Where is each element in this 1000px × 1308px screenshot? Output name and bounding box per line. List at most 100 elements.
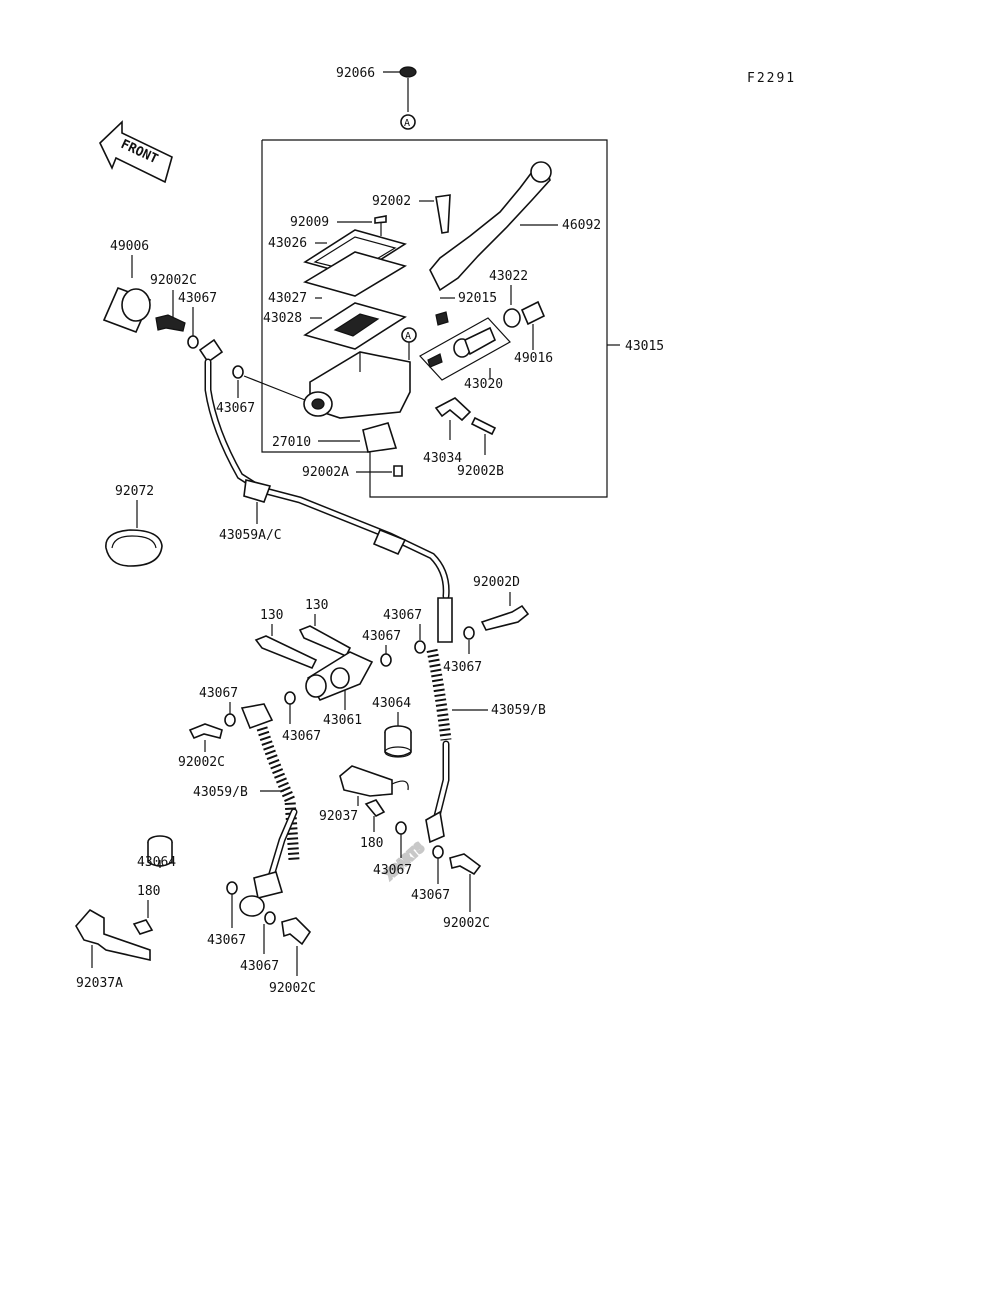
- label-43028: 43028: [263, 311, 302, 326]
- washer-43067-b2: [432, 845, 444, 859]
- marker-a-top: [400, 114, 416, 130]
- label-180-c: 180: [360, 836, 383, 851]
- clamp-43034: [434, 397, 472, 422]
- label-43015: 43015: [625, 339, 664, 354]
- plate-43027: [302, 251, 408, 297]
- hose-end-lower-r: [425, 810, 445, 844]
- label-92037: 92037: [319, 809, 358, 824]
- diagram-code: F2291: [747, 71, 796, 86]
- label-43067-left: 43067: [216, 401, 255, 416]
- label-43067-b1: 43067: [373, 863, 412, 878]
- bolt-92002b: [470, 416, 497, 436]
- banjo-bolt-92002d: [480, 604, 530, 631]
- label-130-a: 130: [260, 608, 283, 623]
- washer-43067-m3: [463, 626, 475, 640]
- label-92072: 92072: [115, 484, 154, 499]
- screw-92009-icon: [374, 215, 387, 224]
- marker-a-top-label: A: [404, 118, 410, 129]
- label-43022: 43022: [489, 269, 528, 284]
- label-43026: 43026: [268, 236, 307, 251]
- bolt-130-b: [298, 625, 352, 658]
- front-arrow-icon: FRONT: [99, 120, 173, 184]
- label-92002a: 92002A: [302, 465, 349, 480]
- label-92066: 92066: [336, 66, 375, 81]
- nut-92015-icon: [435, 311, 449, 326]
- pushrod-49016: [520, 300, 546, 326]
- washer-43067-b4: [264, 911, 276, 925]
- bracket-92037a: [75, 908, 151, 962]
- label-43064-l: 43064: [137, 855, 176, 870]
- hose-43059b-right: [426, 648, 452, 741]
- label-27010: 27010: [272, 435, 311, 450]
- assembly-bracket-43015: [261, 139, 608, 498]
- hose-fitting-l: [240, 703, 274, 730]
- label-49006: 49006: [110, 239, 149, 254]
- label-43027: 43027: [268, 291, 307, 306]
- pivot-bolt-92002: [435, 194, 451, 234]
- piston-kit-bracket: [419, 317, 511, 381]
- joint-43061: [305, 651, 374, 702]
- bracket-92037: [339, 765, 393, 797]
- hose-43059b-left: [256, 726, 300, 861]
- label-43067-l: 43067: [199, 686, 238, 701]
- washer-43067-m2: [380, 653, 392, 667]
- label-180-l: 180: [137, 884, 160, 899]
- banjo-bolt-92002c-top: [155, 314, 186, 332]
- label-43067-m2: 43067: [362, 629, 401, 644]
- washer-43067-l2: [284, 691, 296, 705]
- label-43067-top: 43067: [178, 291, 217, 306]
- bolt-92002c-r: [449, 853, 482, 876]
- label-43067-b2: 43067: [411, 888, 450, 903]
- washer-43067-m1: [414, 640, 426, 654]
- washer-43067-b1: [395, 821, 407, 835]
- label-92002d: 92002D: [473, 575, 520, 590]
- joint-fitting-right: [437, 597, 453, 643]
- washer-43067-b3: [226, 881, 238, 895]
- label-92002c-l: 92002C: [178, 755, 225, 770]
- master-cylinder-body: [303, 351, 411, 419]
- label-43064-c: 43064: [372, 696, 411, 711]
- label-92002c-b: 92002C: [269, 981, 316, 996]
- switch-27010: [362, 422, 398, 453]
- bolt-180-l: [132, 919, 154, 935]
- label-43059b-r: 43059/B: [491, 703, 546, 718]
- label-43020: 43020: [464, 377, 503, 392]
- reservoir-cap-icon: [399, 66, 417, 78]
- label-92002b: 92002B: [457, 464, 504, 479]
- bolt-180-c: [364, 799, 386, 817]
- label-43034: 43034: [423, 451, 462, 466]
- label-43067-l2: 43067: [282, 729, 321, 744]
- bolt-92002c-l: [188, 723, 223, 740]
- label-43067-m3: 43067: [443, 660, 482, 675]
- bolt-92002c-b: [281, 917, 312, 946]
- screw-92002a-icon: [393, 465, 403, 477]
- hose-fitting-top: [198, 338, 224, 364]
- label-43067-m1: 43067: [383, 608, 422, 623]
- cover-49006: [102, 286, 152, 334]
- hose-clip-92072: [105, 529, 163, 567]
- washer-43067-l: [224, 713, 236, 727]
- piston-kit-43020: [427, 326, 497, 368]
- label-43061: 43061: [323, 713, 362, 728]
- label-49016: 49016: [514, 351, 553, 366]
- label-130-b: 130: [305, 598, 328, 613]
- label-43067-b3: 43067: [207, 933, 246, 948]
- label-46092: 46092: [562, 218, 601, 233]
- label-92009: 92009: [290, 215, 329, 230]
- label-43059b-l: 43059/B: [193, 785, 248, 800]
- hose-end-lower-l: [253, 871, 284, 899]
- dust-boot-43022: [503, 308, 521, 328]
- label-43067-b4: 43067: [240, 959, 279, 974]
- bolt-130-a: [254, 635, 318, 670]
- washer-43067-top: [187, 335, 199, 349]
- label-43059ac: 43059A/C: [219, 528, 282, 543]
- label-92002c-r: 92002C: [443, 916, 490, 931]
- grommet-43064-c: [384, 725, 412, 758]
- label-92002: 92002: [372, 194, 411, 209]
- label-92037a: 92037A: [76, 976, 123, 991]
- marker-a-body-label: A: [405, 331, 411, 342]
- label-92002c-top: 92002C: [150, 273, 197, 288]
- label-92015: 92015: [458, 291, 497, 306]
